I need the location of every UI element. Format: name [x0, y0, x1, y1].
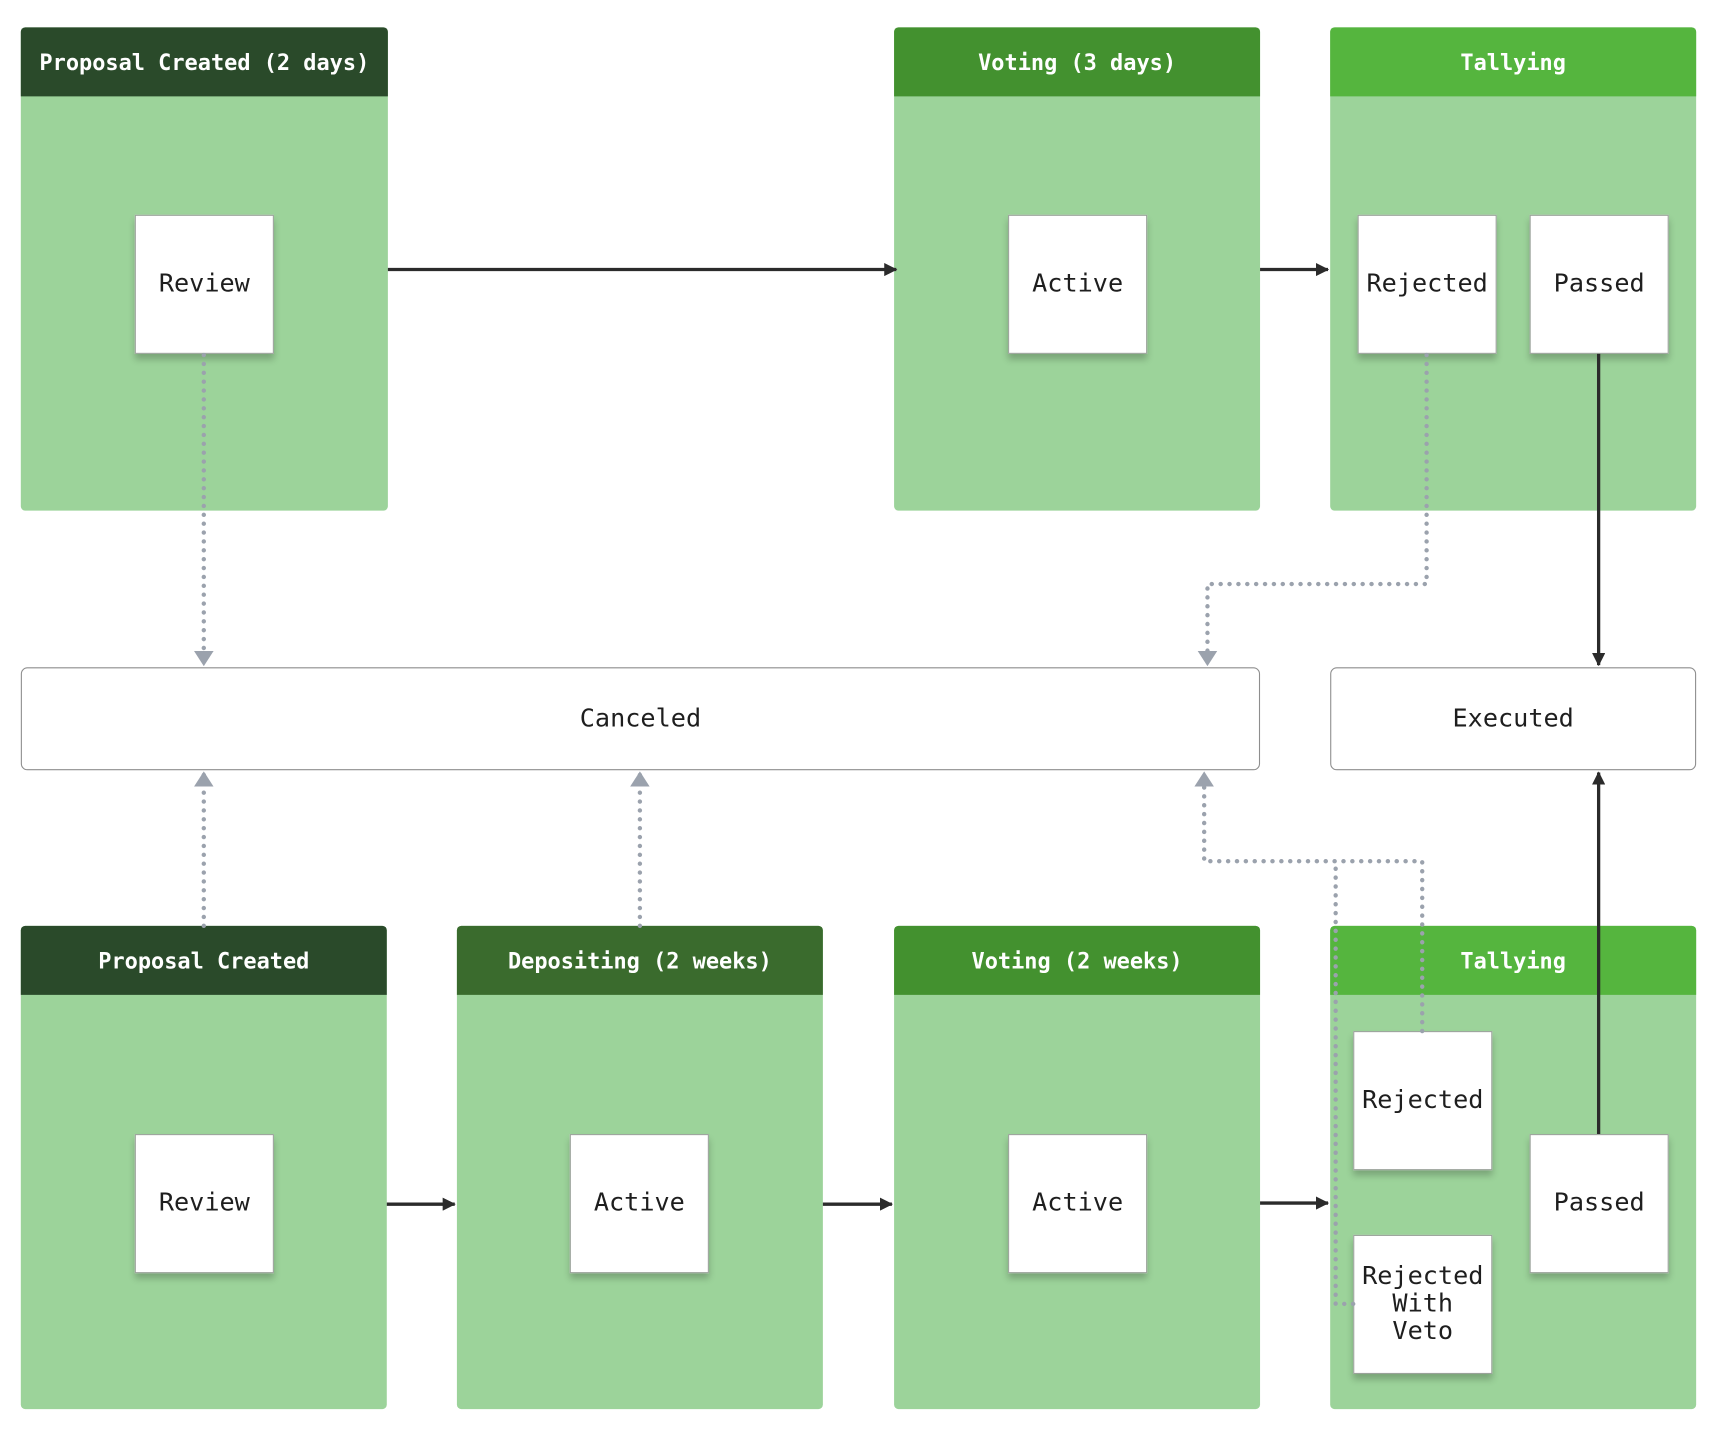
- lane-header-top-proposal-created: Proposal Created (2 days): [20, 27, 388, 97]
- lane-header-top-tallying: Tallying: [1330, 27, 1697, 97]
- card-bottom-review[interactable]: Review: [134, 1134, 274, 1274]
- lane-header-bottom-proposal-created: Proposal Created: [20, 925, 387, 995]
- lane-top-voting: Voting (3 days): [894, 27, 1261, 511]
- card-bottom-voting-active[interactable]: Active: [1008, 1134, 1148, 1274]
- card-bottom-rejected[interactable]: Rejected: [1353, 1031, 1493, 1171]
- card-top-review[interactable]: Review: [134, 214, 274, 354]
- card-bottom-depositing-active[interactable]: Active: [569, 1134, 709, 1274]
- card-top-rejected[interactable]: Rejected: [1357, 214, 1497, 354]
- lane-header-bottom-tallying: Tallying: [1330, 925, 1697, 995]
- card-bottom-passed[interactable]: Passed: [1529, 1134, 1669, 1274]
- card-top-passed[interactable]: Passed: [1529, 214, 1669, 354]
- lane-header-bottom-voting: Voting (2 weeks): [894, 925, 1261, 995]
- card-top-voting-active[interactable]: Active: [1008, 214, 1148, 354]
- state-executed[interactable]: Executed: [1330, 667, 1697, 771]
- lane-header-top-voting: Voting (3 days): [894, 27, 1261, 97]
- state-canceled[interactable]: Canceled: [20, 667, 1261, 771]
- card-bottom-rejected-with-veto[interactable]: Rejected With Veto: [1353, 1234, 1493, 1375]
- lane-header-bottom-depositing: Depositing (2 weeks): [456, 925, 823, 995]
